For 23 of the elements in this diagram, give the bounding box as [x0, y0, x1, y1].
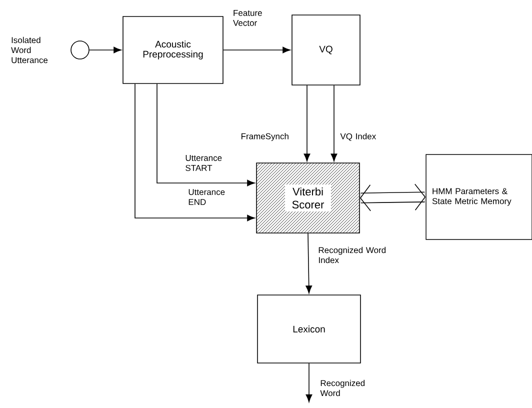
arrow	[306, 233, 312, 294]
double-arrow	[360, 184, 426, 212]
source-circle	[70, 40, 90, 60]
edge-label: Utterance START	[186, 155, 222, 171]
process-box: HMM Parameters & State Metric Memory	[426, 154, 532, 240]
edge-label: Utterance END	[188, 189, 225, 205]
arrow	[330, 85, 338, 162]
arrow	[156, 84, 255, 186]
process-box: Lexicon	[257, 294, 361, 364]
arrow	[223, 46, 290, 54]
edge-label: FrameSynch	[242, 133, 288, 141]
arrow	[306, 363, 312, 402]
hatched-box: Viterbi Scorer	[256, 162, 360, 234]
edge-label: Recognized Word	[320, 380, 365, 396]
edge-label: Feature Vector	[233, 10, 262, 26]
edge-label: Recognized Word Index	[318, 246, 386, 264]
edge-label: VQ Index	[340, 133, 376, 141]
arrow	[89, 46, 122, 54]
arrow	[134, 84, 255, 222]
arrow	[304, 85, 310, 162]
process-box: VQ	[292, 14, 360, 86]
caption-text: Isolated Word Utterance	[11, 36, 48, 64]
process-box: Acoustic Preprocessing	[122, 16, 224, 84]
